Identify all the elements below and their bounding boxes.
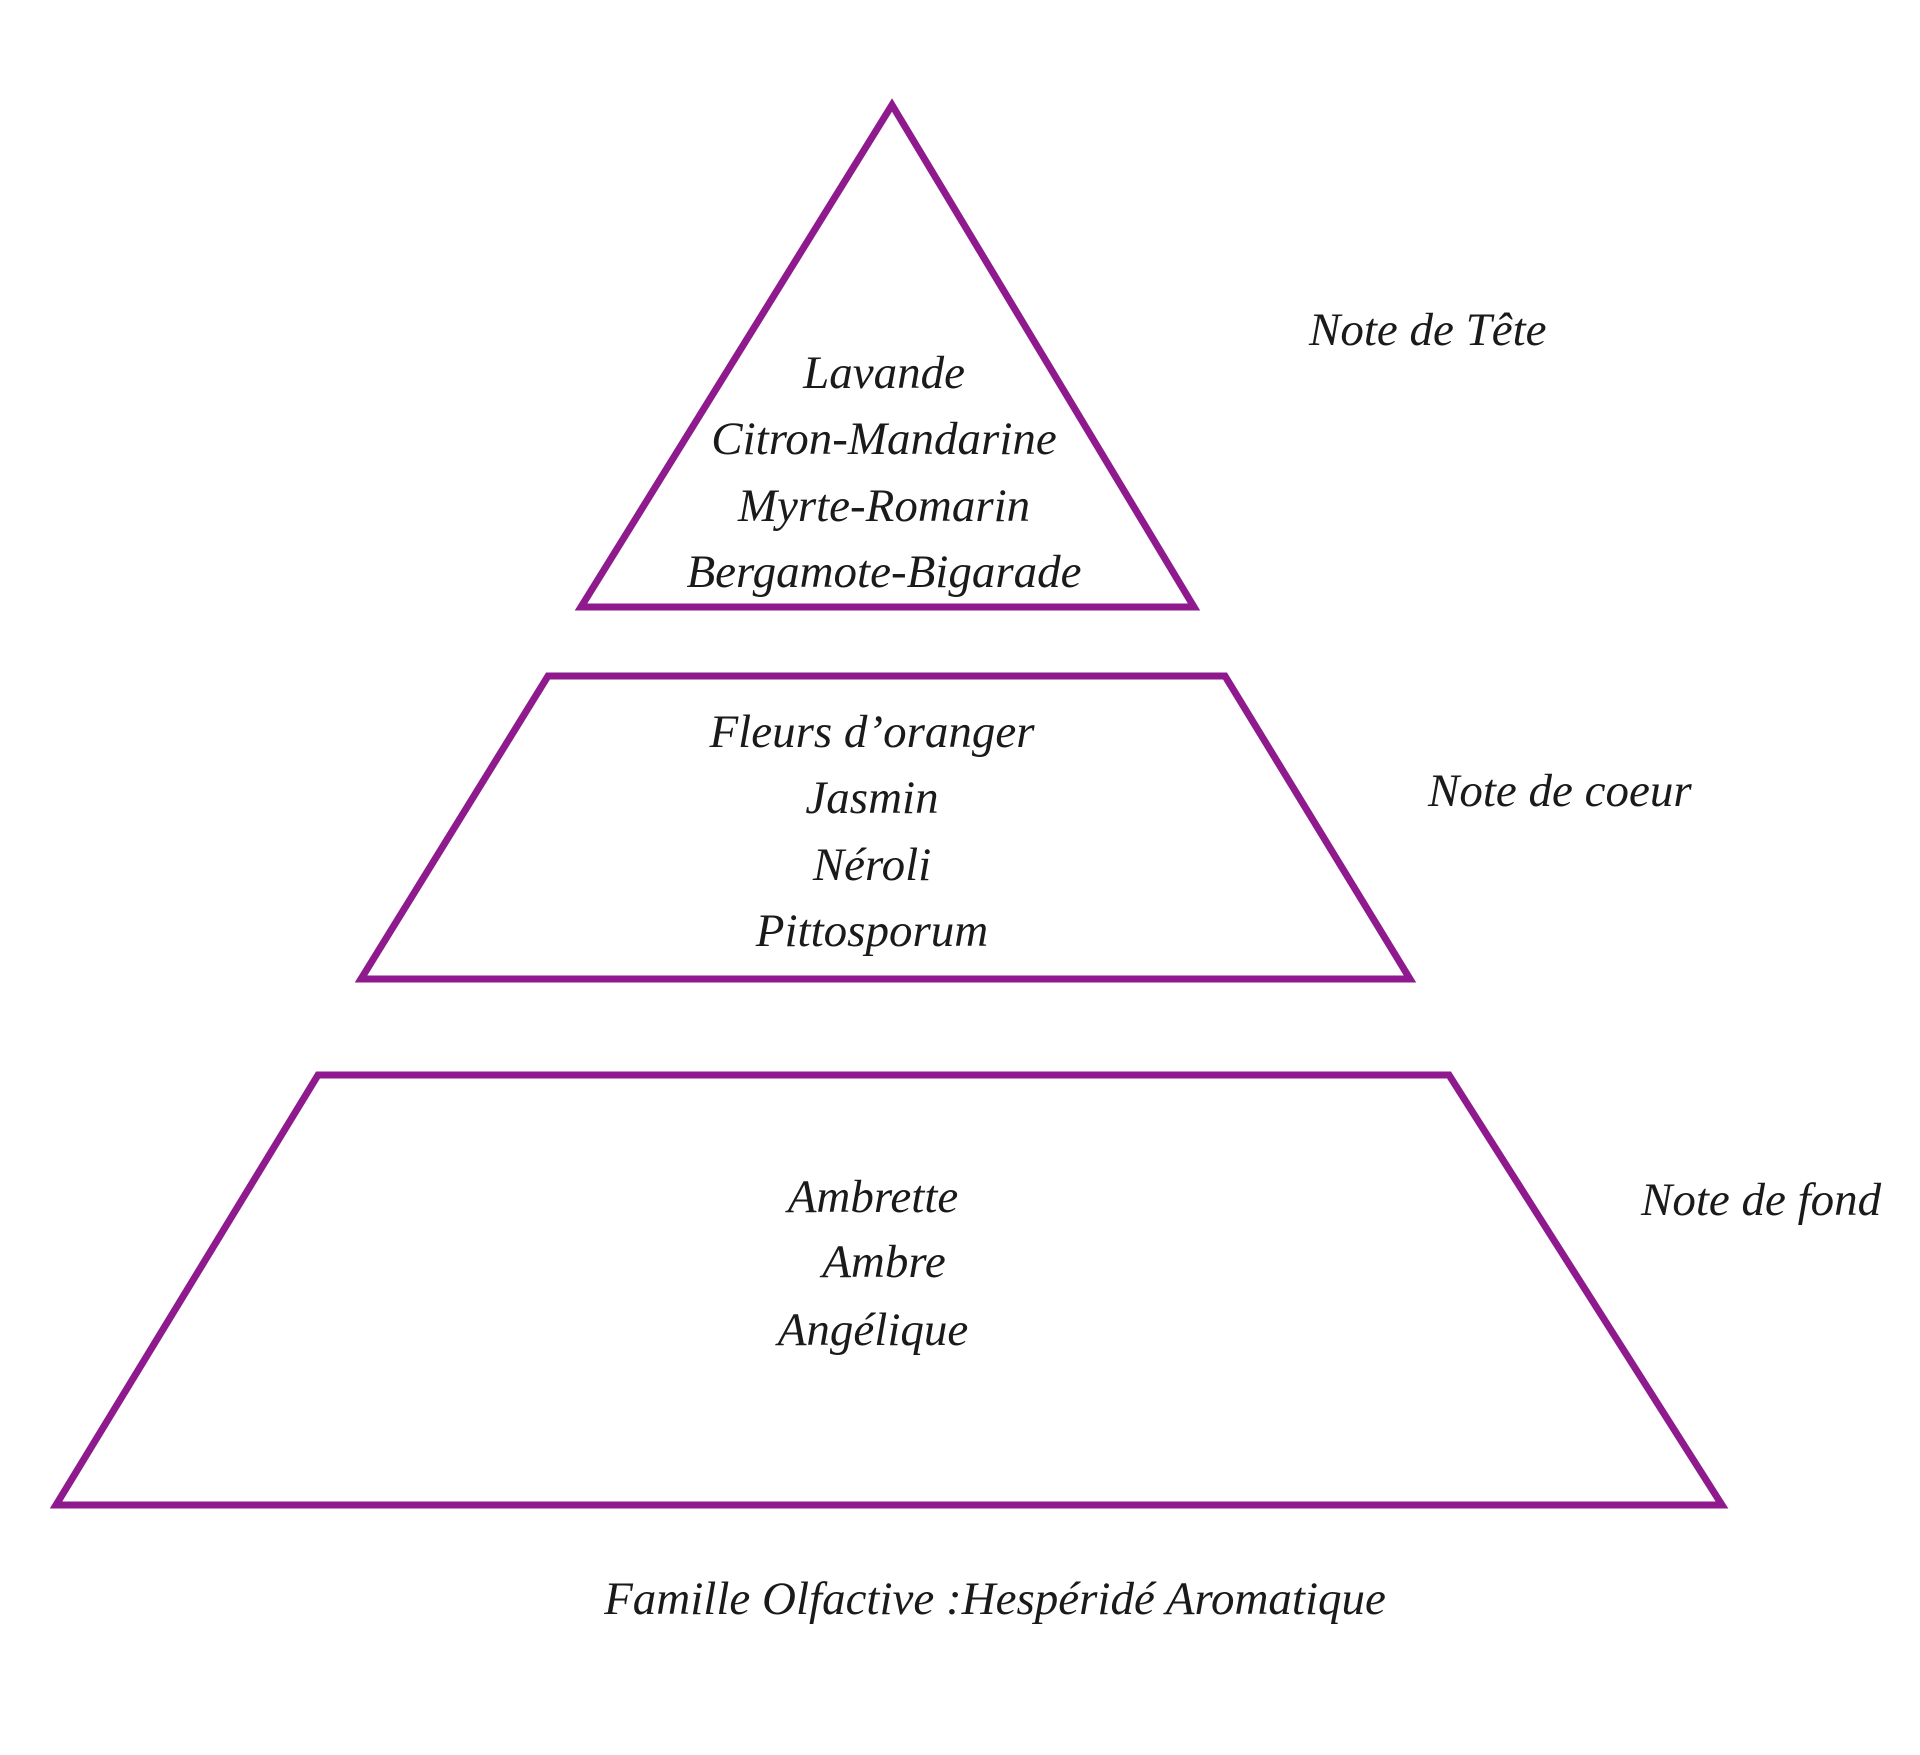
- heart-note-item: Jasmin: [805, 772, 938, 824]
- heart-note-item: Néroli: [812, 839, 931, 891]
- top-note-triangle: [574, 98, 1201, 611]
- heart-note-trapezoid: [354, 672, 1417, 983]
- olfactory-family-caption: Famille Olfactive :Hespéridé Aromatique: [603, 1573, 1386, 1625]
- top-note-item: Citron-Mandarine: [711, 413, 1057, 465]
- top-note-label: Note de Tête: [1308, 304, 1547, 356]
- base-note-item: Angélique: [775, 1304, 969, 1356]
- top-note-item: Myrte-Romarin: [737, 480, 1030, 532]
- base-note-trapezoid: [49, 1071, 1729, 1509]
- base-note-label: Note de fond: [1640, 1174, 1882, 1226]
- top-note-item: Bergamote-Bigarade: [686, 546, 1081, 598]
- heart-note-label: Note de coeur: [1427, 765, 1692, 817]
- base-note-item: Ambre: [819, 1236, 946, 1288]
- top-note-item: Lavande: [802, 347, 965, 399]
- heart-note-item: Fleurs d’oranger: [708, 706, 1035, 758]
- base-note-item: Ambrette: [785, 1171, 959, 1223]
- heart-note-item: Pittosporum: [755, 905, 988, 957]
